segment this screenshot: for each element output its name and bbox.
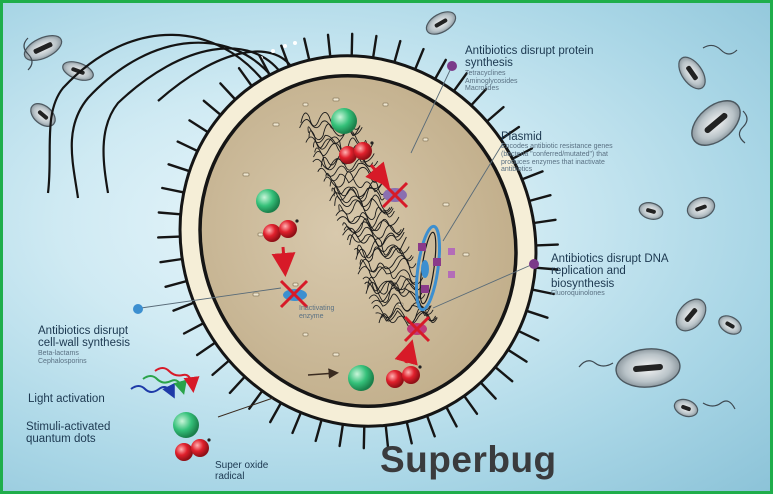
pilus bbox=[487, 107, 504, 121]
protein-callout-dot bbox=[447, 61, 457, 71]
pilus bbox=[529, 195, 550, 201]
cellwall-heading-2: cell-wall synthesis bbox=[38, 337, 130, 349]
pilus bbox=[159, 213, 181, 215]
pilus bbox=[230, 377, 245, 393]
cellwall-sub-2: Cephalosporins bbox=[38, 358, 130, 366]
pilus bbox=[435, 60, 446, 79]
pilus bbox=[481, 383, 496, 399]
pilus bbox=[270, 403, 281, 422]
pilus bbox=[161, 259, 183, 262]
plasmid-sub-3: produces enzymes that inactivate bbox=[501, 159, 613, 167]
pilus bbox=[415, 49, 423, 69]
pilus bbox=[304, 39, 309, 61]
cellwall-sub-1: Beta-lactams bbox=[38, 350, 130, 358]
pilus bbox=[169, 164, 190, 171]
pilus bbox=[508, 350, 527, 362]
pilus bbox=[239, 68, 252, 86]
dna-heading-3: biosynthesis bbox=[551, 278, 669, 290]
dna-sub-1: Fluoroquinolones bbox=[551, 290, 669, 298]
diagram-title: Superbug bbox=[380, 439, 557, 481]
pilus bbox=[340, 424, 343, 446]
superbug-illustration bbox=[3, 3, 773, 494]
plasmid-sub-2: (bacteria "conferred/mutated") that bbox=[501, 151, 613, 159]
dna-heading-1: Antibiotics disrupt DNA bbox=[551, 253, 669, 265]
qdots-heading-1: Stimuli-activated bbox=[26, 421, 110, 433]
plasmid-label: Plasmid Encodes antibiotic resistance ge… bbox=[501, 131, 613, 174]
pilus bbox=[328, 35, 330, 57]
cellwall-heading-1: Antibiotics disrupt bbox=[38, 325, 130, 337]
pilus bbox=[197, 343, 215, 355]
pilus bbox=[518, 331, 538, 341]
inactivating-sub-2: enzyme bbox=[299, 313, 334, 321]
inactivating-sub-1: Inactivating bbox=[299, 305, 334, 313]
quantum-dots-label: Stimuli-activated quantum dots bbox=[26, 421, 110, 446]
pilus bbox=[464, 396, 477, 414]
protein-heading-2: synthesis bbox=[465, 57, 593, 69]
pilus bbox=[534, 220, 556, 223]
dna-heading-2: replication and bbox=[551, 265, 669, 277]
pilus bbox=[364, 426, 365, 448]
protein-heading-1: Antibiotics disrupt protein bbox=[465, 45, 593, 57]
pilus bbox=[184, 323, 203, 333]
plasmid-sub-1: Encodes antibiotic resistance genes bbox=[501, 143, 613, 151]
pilus bbox=[213, 361, 230, 375]
pilus bbox=[536, 245, 558, 246]
inactivating-enzyme-label: Inactivating enzyme bbox=[299, 305, 334, 320]
pilus bbox=[166, 281, 187, 287]
pilus bbox=[446, 407, 456, 426]
protein-sub-3: Macrolides bbox=[465, 85, 593, 93]
dna-callout-dot bbox=[529, 259, 539, 269]
cell-wall-label: Antibiotics disrupt cell-wall synthesis … bbox=[38, 325, 130, 365]
pilus bbox=[394, 41, 400, 62]
superoxide-label: Super oxide radical bbox=[215, 461, 268, 483]
protein-sub-2: Aminoglycosides bbox=[465, 78, 593, 86]
plasmid-heading: Plasmid bbox=[501, 131, 613, 143]
pilus bbox=[162, 188, 184, 192]
pilus bbox=[204, 101, 221, 115]
pilus bbox=[293, 413, 301, 433]
pilus bbox=[158, 237, 180, 238]
pilus bbox=[495, 367, 512, 381]
pilus bbox=[352, 34, 353, 56]
pilus bbox=[527, 311, 548, 318]
pilus bbox=[427, 416, 435, 437]
qdots-heading-2: quantum dots bbox=[26, 433, 110, 445]
protein-synthesis-label: Antibiotics disrupt protein synthesis Te… bbox=[465, 45, 593, 93]
light-activation-label: Light activation bbox=[28, 393, 105, 405]
cellwall-callout-dot bbox=[133, 304, 143, 314]
superoxide-heading-2: radical bbox=[215, 472, 268, 483]
pilus bbox=[316, 420, 322, 441]
pilus bbox=[373, 36, 376, 58]
dna-replication-label: Antibiotics disrupt DNA replication and … bbox=[551, 253, 669, 298]
pilus bbox=[220, 83, 235, 99]
light-activation-arrows bbox=[131, 368, 193, 395]
qdot-leader-line bbox=[218, 398, 273, 417]
plasmid-sub-4: antibiotics bbox=[501, 166, 613, 174]
protein-sub-1: Tetracyclines bbox=[465, 70, 593, 78]
pilus bbox=[178, 142, 198, 152]
pilus bbox=[174, 303, 195, 311]
pilus bbox=[281, 46, 289, 67]
pilus bbox=[190, 120, 209, 132]
